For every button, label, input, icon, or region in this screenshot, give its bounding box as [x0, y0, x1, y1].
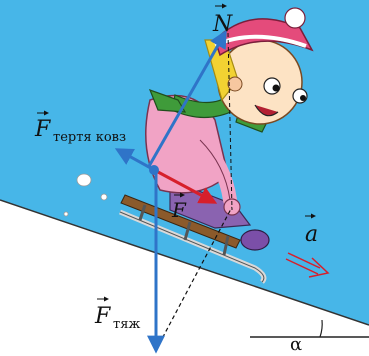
angle-label: α [290, 334, 302, 355]
svg-text:N: N [212, 12, 233, 37]
svg-text:F: F [34, 117, 51, 142]
boot [241, 230, 269, 250]
svg-text:F: F [94, 304, 111, 329]
svg-text:тертя ковз: тертя ковз [53, 130, 126, 145]
svg-text:тяж: тяж [113, 317, 140, 332]
application-point [149, 165, 159, 175]
ear [228, 77, 242, 91]
hat-pompom [285, 8, 305, 28]
svg-text:F: F [171, 198, 187, 222]
svg-text:a: a [305, 222, 318, 247]
resultant-force-label: F [171, 195, 187, 222]
